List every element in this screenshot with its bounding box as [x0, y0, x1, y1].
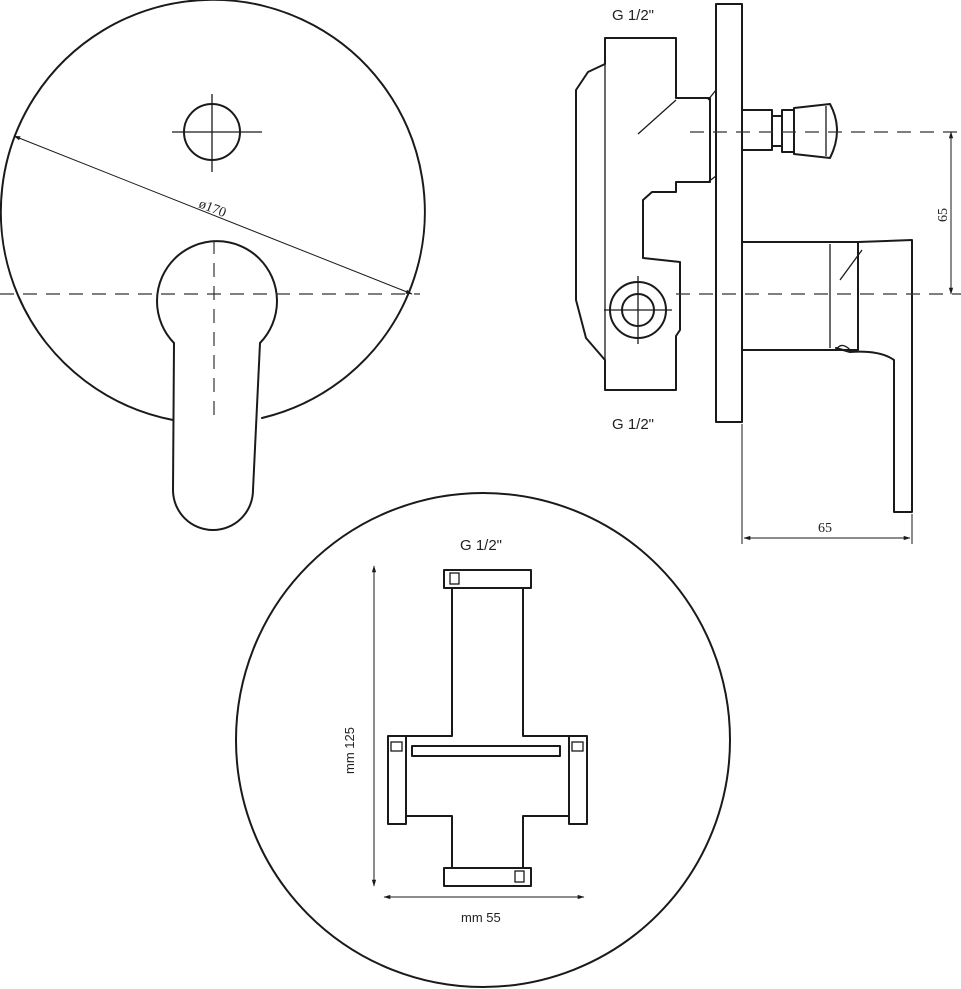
- side-top-thread-label: G 1/2": [612, 7, 654, 24]
- left-connector: [387, 735, 407, 825]
- top-connector: [443, 569, 532, 589]
- inner-slot: [411, 745, 561, 757]
- body-view: G 1/2" mm 125 mm 55: [235, 492, 731, 988]
- lever-body-side: [741, 241, 859, 351]
- body-view-circle: [235, 492, 731, 988]
- horizontal-dimension-label: 65: [818, 521, 832, 536]
- bottom-connector: [443, 867, 532, 887]
- diverter-cap: [793, 103, 838, 159]
- right-connector: [568, 735, 588, 825]
- body-thread-label: G 1/2": [460, 537, 502, 554]
- diameter-dimension-line: [13, 135, 413, 295]
- side-bottom-thread-label: G 1/2": [612, 416, 654, 433]
- height-dimension-label: mm 125: [342, 727, 357, 774]
- wall-plate-side: [715, 3, 743, 423]
- diverter-spindle: [741, 109, 773, 151]
- vertical-dimension-label: 65: [936, 208, 951, 222]
- valve-body: [575, 37, 711, 391]
- valve-cross-body: [405, 587, 570, 869]
- diameter-label: ø170: [197, 197, 229, 221]
- lever-handle: [156, 240, 278, 531]
- lever-handle-side: [835, 239, 913, 513]
- side-view: G 1/2" G 1/2" 65: [575, 3, 961, 544]
- front-view: ø170: [0, 0, 426, 531]
- width-dimension-label: mm 55: [461, 910, 501, 925]
